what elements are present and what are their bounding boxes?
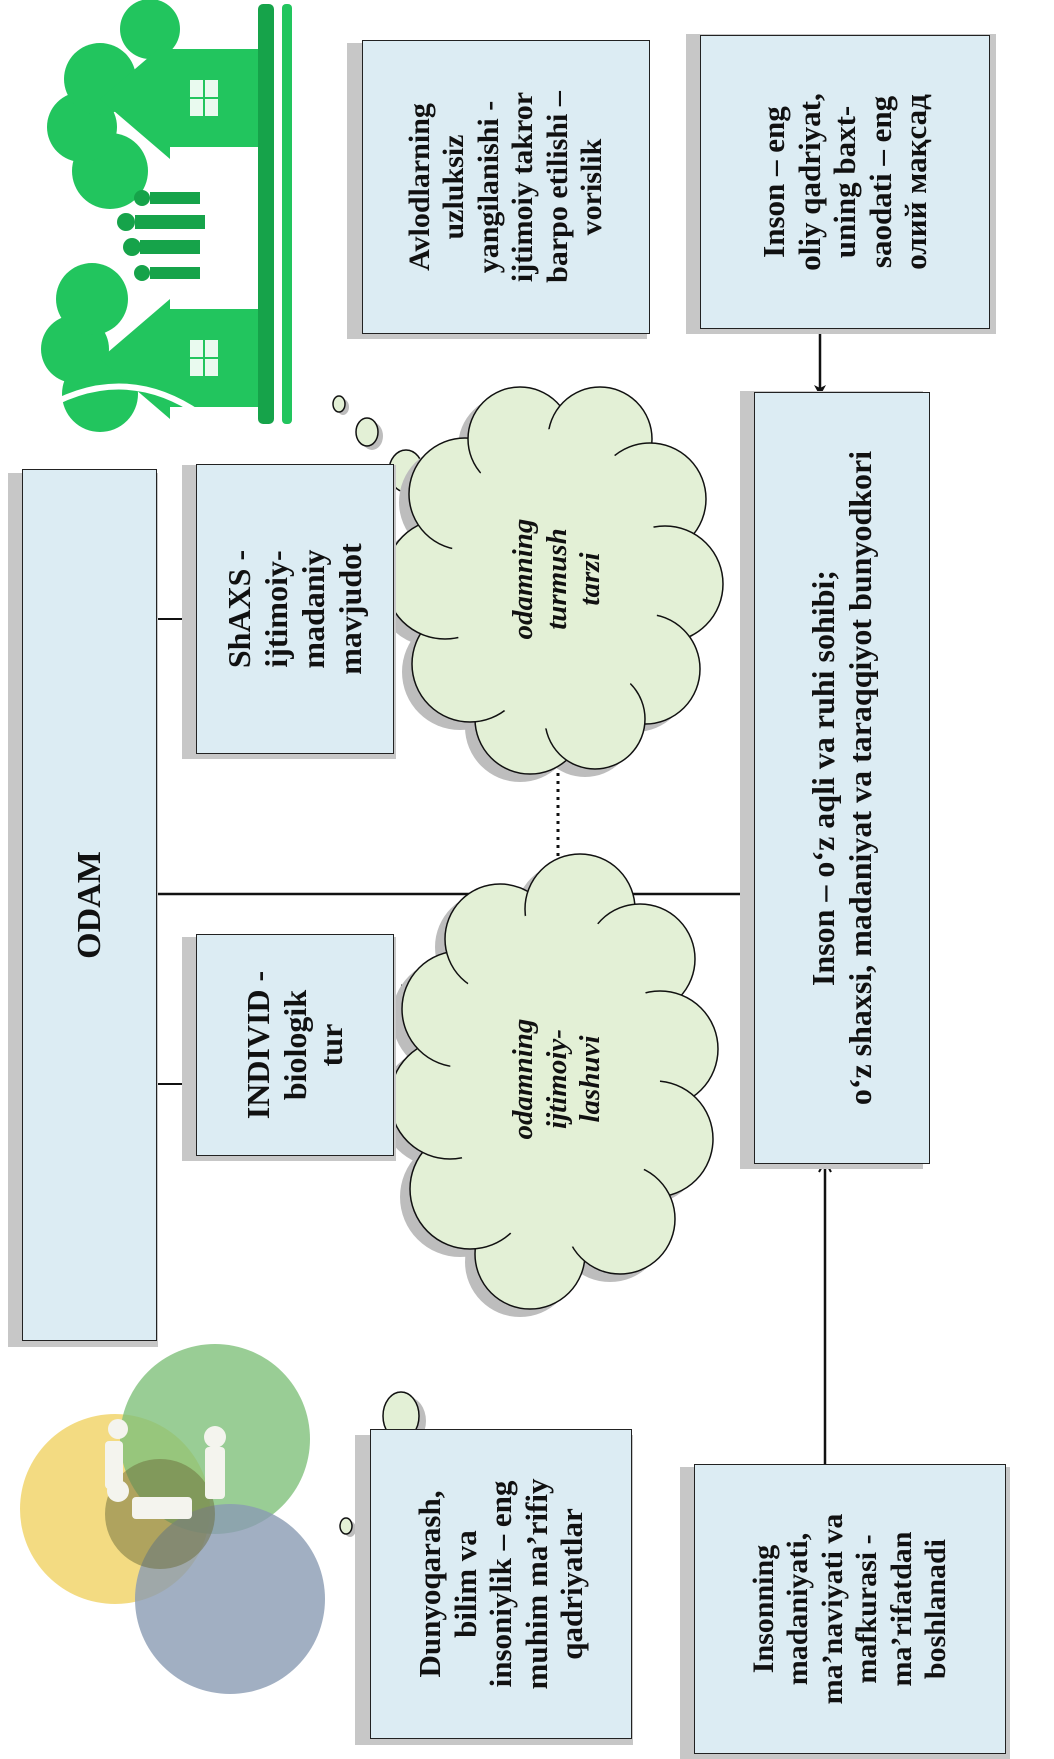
cloud-left-text: odamning ijtimoiy- lashuvi [507, 1018, 607, 1140]
avlod-box: Avlodlarning uzluksiz yangilanishi - ijt… [362, 40, 650, 334]
insonning-madaniyati-box: Insonning madaniyati, ma’naviyati va maf… [694, 1464, 1006, 1754]
family-houses-icon [33, 0, 292, 432]
dunyoqarash-box: Dunyoqarash, bilim va insoniylik – eng m… [370, 1429, 632, 1739]
people-venn-icon [20, 1344, 325, 1694]
odam-box: ODAM [22, 469, 157, 1341]
cloud-right-text: odamning turmush tarzi [507, 518, 607, 640]
individ-box: INDIVID - biologik tur [196, 934, 394, 1156]
inson-qadriyat-box: Inson – eng oliy qadriyat, uning baxt- s… [700, 35, 990, 329]
cloud-right-shape [375, 386, 724, 782]
inson-main-box: Inson – o‘z aqli va ruhi sohibi; o‘z sha… [754, 392, 930, 1164]
cloud-left-shape [380, 853, 719, 1317]
shaxs-box: ShAXS - ijtimoiy- madaniy mavjudot [196, 464, 394, 754]
